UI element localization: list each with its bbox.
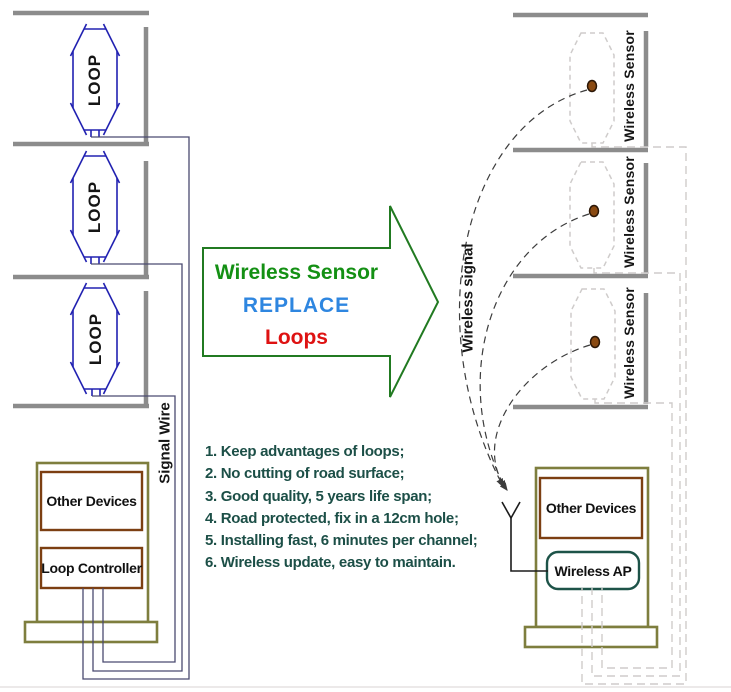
wireless-sensor-label-1: Wireless Sensor [621,30,637,142]
arrow-text-replace: REPLACE [242,294,351,317]
ghost-wires [581,143,687,685]
loop-octagon-1 [69,23,121,137]
wireless-sensor-octagon-2 [569,161,615,269]
arrow-text-wireless-sensor: Wireless Sensor [214,261,379,284]
signal-wire-label: Signal Wire [156,402,174,484]
left-road-lines [13,10,149,409]
benefit-item-1: 1. Keep advantages of loops; [205,443,405,460]
wireless-signal-label: Wireless signal [459,243,477,353]
other-devices-box-right [538,476,644,540]
loop-controller-label: Loop Controller [41,560,142,576]
replace-arrow [202,205,440,398]
wireless-sensor-label-3: Wireless Sensor [621,287,637,399]
wireless-sensor-octagon-1 [569,32,615,144]
loop-controller-box [39,546,144,590]
right-road-lines [513,12,649,410]
benefit-item-2: 2. No cutting of road surface; [205,465,405,483]
left-cabinet [23,461,159,644]
wireless-sensor-octagon-3 [570,288,616,400]
sensor-dot-3 [589,335,601,349]
antenna [501,501,548,572]
other-devices-label-right: Other Devices [545,500,637,516]
other-devices-box-left [39,470,144,532]
sensor-dot-2 [588,204,600,218]
loop-octagon-2 [69,150,121,264]
wireless-ap-label: Wireless AP [554,562,632,579]
signal-wires [82,136,190,680]
benefit-item-4: 4. Road protected, fix in a 12cm hole; [205,509,459,527]
loop-label-3: LOOP [86,312,105,366]
arrow-text-loops: Loops [265,326,328,349]
wireless-signal-curves [458,89,591,491]
benefit-item-6: 6. Wireless update, easy to maintain. [205,554,456,572]
loop-label-2: LOOP [85,180,104,234]
other-devices-label-left: Other Devices [46,493,137,509]
wireless-sensor-label-2: Wireless Sensor [621,156,637,268]
benefit-item-5: 5. Installing fast, 6 minutes per channe… [205,532,478,550]
loop-octagon-3 [69,282,121,396]
benefits-list: 1. Keep advantages of loops; 2. No cutti… [205,441,478,575]
sensor-dot-1 [586,79,598,93]
loop-label-1: LOOP [85,53,104,107]
benefit-item-3: 3. Good quality, 5 years life span; [205,487,432,505]
